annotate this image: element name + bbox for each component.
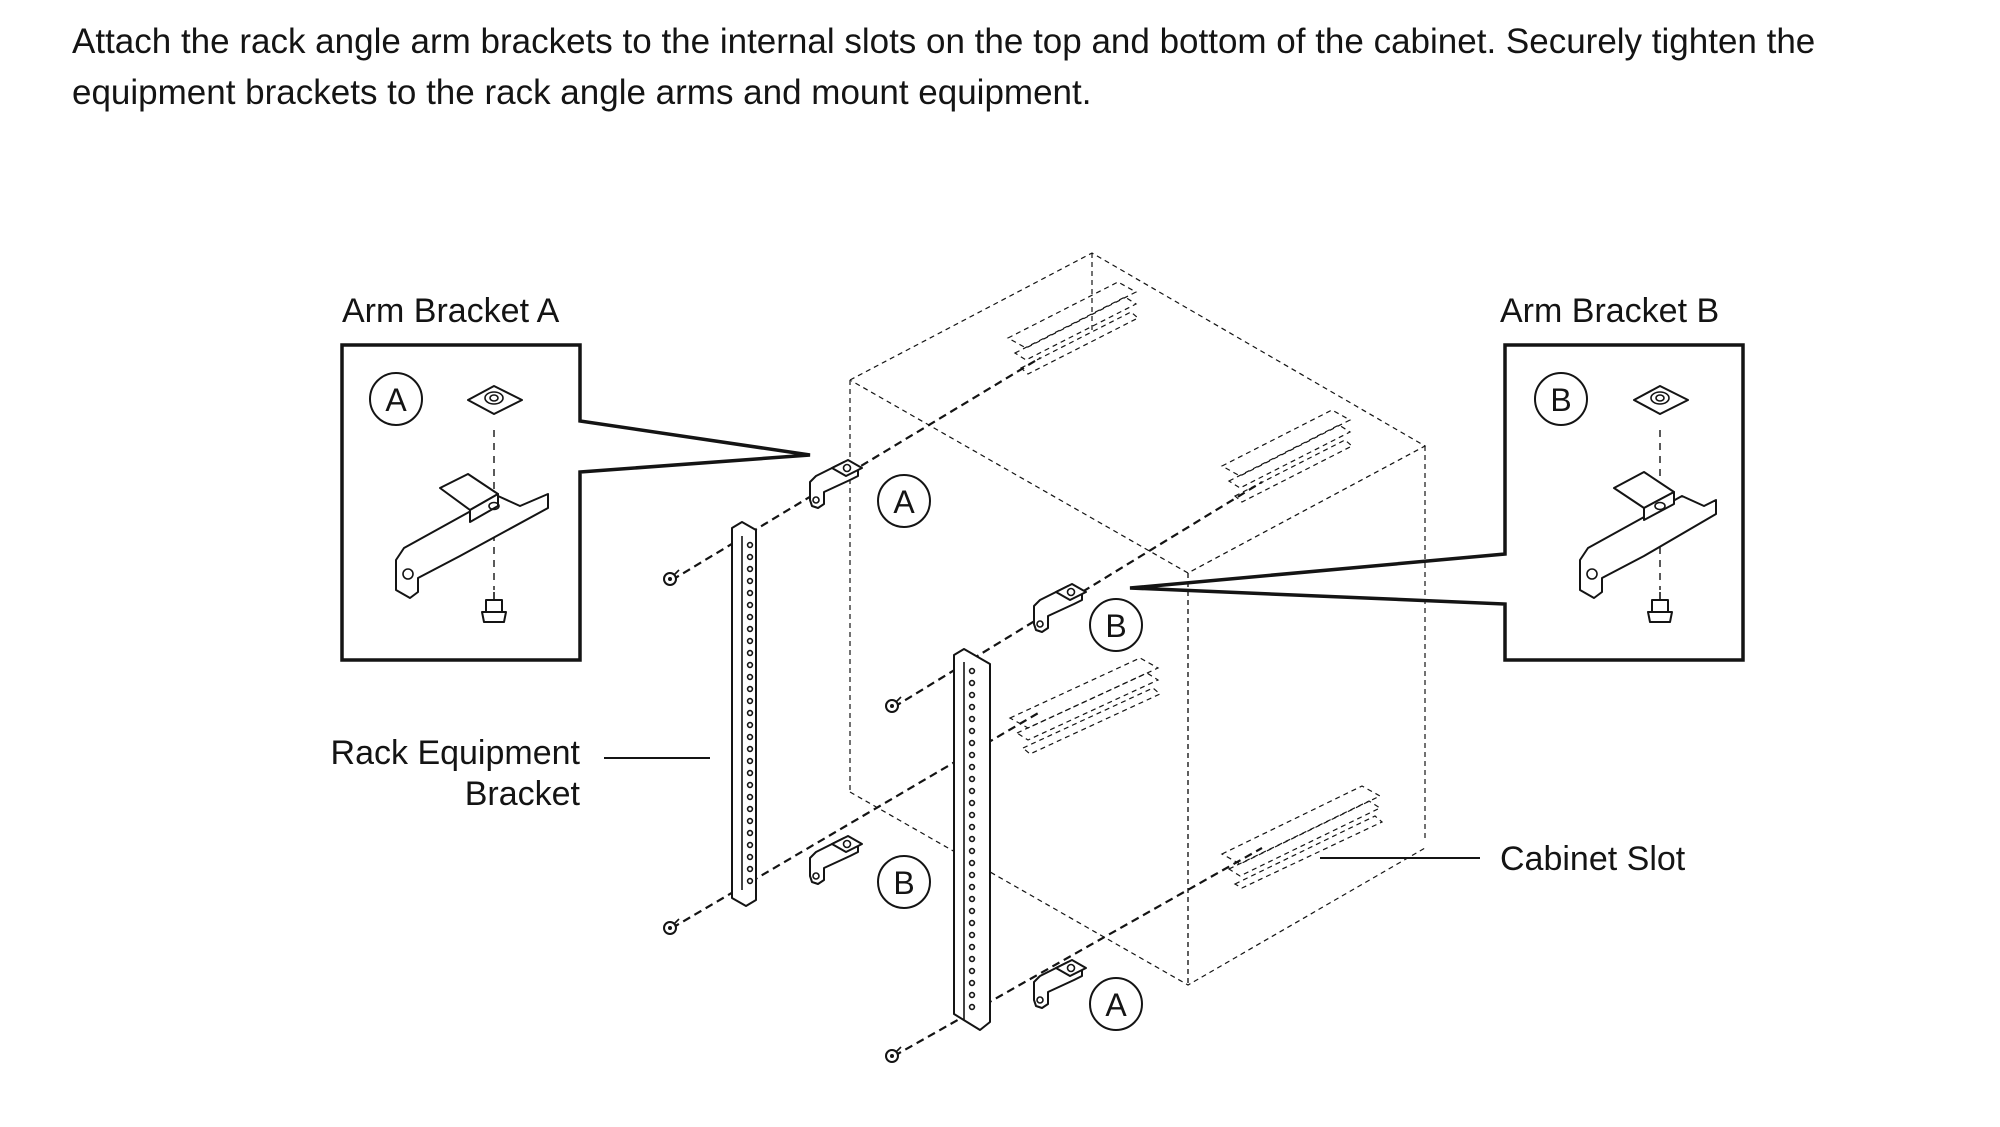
arm-bracket-b-top xyxy=(1033,583,1087,633)
detail-box-arm-bracket-b: Arm Bracket B B xyxy=(1129,292,1745,662)
svg-text:B: B xyxy=(1550,382,1571,418)
rack-equipment-bracket-front xyxy=(953,648,991,1031)
svg-text:A: A xyxy=(1105,987,1127,1023)
screw-icon xyxy=(885,696,902,713)
cabinet-slot-bottom-front xyxy=(1220,785,1384,889)
arm-bracket-a-top xyxy=(809,459,863,509)
arm-bracket-b-label: Arm Bracket B xyxy=(1500,292,1719,330)
svg-text:Bracket: Bracket xyxy=(465,775,581,813)
rack-equipment-bracket-rear xyxy=(731,521,757,907)
callout-b-bottom: B xyxy=(877,855,931,909)
cabinet-slot-bottom-rear xyxy=(1008,657,1162,755)
screw-icon xyxy=(885,1046,902,1063)
svg-text:Rack Equipment: Rack Equipment xyxy=(331,734,581,772)
arm-bracket-a-bottom xyxy=(1033,959,1087,1009)
rack-equipment-bracket-label: Rack Equipment Bracket xyxy=(331,734,710,813)
svg-text:Cabinet Slot: Cabinet Slot xyxy=(1500,840,1686,878)
cabinet-slot-top-rear xyxy=(1006,281,1140,375)
detail-box-arm-bracket-a: Arm Bracket A A xyxy=(340,292,811,662)
callout-b-top: B xyxy=(1089,598,1143,652)
svg-text:B: B xyxy=(1105,608,1126,644)
callout-a-top: A xyxy=(877,474,931,528)
arm-bracket-a-label: Arm Bracket A xyxy=(342,292,560,330)
svg-text:B: B xyxy=(893,865,914,901)
svg-text:A: A xyxy=(893,484,915,520)
cabinet-slot-label: Cabinet Slot xyxy=(1320,840,1686,878)
cabinet-outline xyxy=(849,252,1427,986)
cabinet-slot-top-front xyxy=(1220,409,1354,503)
screw-icon xyxy=(663,569,680,586)
instruction-text: Attach the rack angle arm brackets to th… xyxy=(72,22,1816,112)
callout-a-bottom: A xyxy=(1089,977,1143,1031)
svg-text:A: A xyxy=(385,382,407,418)
arm-bracket-b-bottom xyxy=(809,835,863,885)
screw-icon xyxy=(663,918,680,935)
